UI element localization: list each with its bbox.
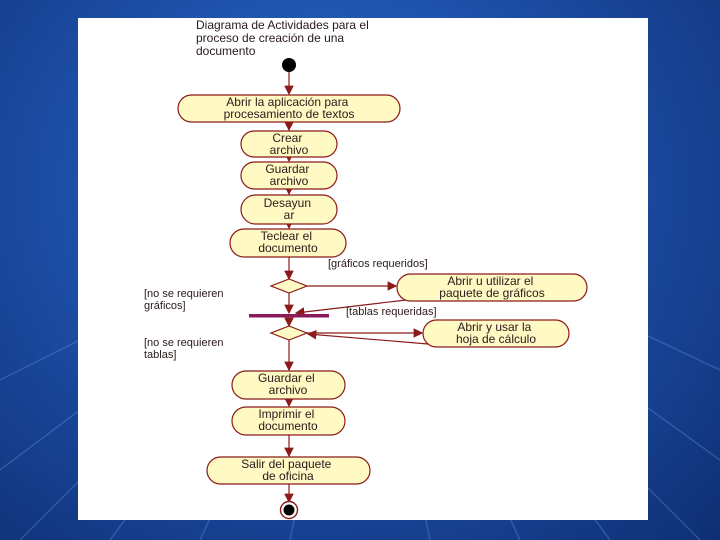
guard-graphics-required: [gráficos requeridos]: [328, 258, 428, 270]
svg-text:Crear archivo: Crear archivo: [270, 131, 309, 157]
svg-text:Imprimir el documento: Imprimir el documento: [258, 407, 318, 433]
diagram-title: Diagrama de Actividades para el proceso …: [196, 18, 372, 58]
flow-arrows: [284, 72, 429, 504]
decision-graphics: [269, 278, 309, 294]
diagram-slide: Diagrama de Actividades para el proceso …: [78, 18, 648, 520]
guard-no-tables: [no se requieren tablas]: [144, 337, 227, 361]
final-node: [279, 500, 299, 520]
svg-text:Teclear el documento: Teclear el documento: [258, 229, 318, 255]
activity-print-document: Imprimir el documento: [231, 406, 346, 436]
activity-breakfast: Desayun ar: [240, 194, 338, 225]
activity-open-app: Abrir la aplicación para procesamiento d…: [177, 94, 401, 123]
svg-text:Desayun ar: Desayun ar: [264, 196, 315, 222]
svg-text:Abrir y usar la hoja de: Abrir y usar la hoja de cálculo: [456, 320, 536, 346]
activity-graphics-package: Abrir u utilizar el paquete de gráficos: [396, 273, 588, 302]
activity-type-document: Teclear el documento: [229, 228, 347, 258]
activity-save-file: Guardar archivo: [240, 161, 338, 190]
synchronization-bar: [249, 314, 329, 318]
activity-diagram: Diagrama de Actividades para el proceso …: [144, 18, 588, 520]
svg-text:Guardar el archivo: Guardar el archivo: [258, 371, 318, 397]
initial-node: [282, 58, 296, 72]
guard-tables-required: [tablas requeridas]: [346, 306, 437, 318]
activity-exit-office: Salir del paquete de oficina: [206, 456, 371, 485]
guard-no-graphics: [no se requieren gráficos]: [144, 288, 227, 312]
activity-spreadsheet: Abrir y usar la hoja de cálculo: [422, 319, 570, 348]
svg-text:Abrir u utilizar el paqu: Abrir u utilizar el paquete de gráficos: [439, 274, 544, 300]
activity-save-file-2: Guardar el archivo: [231, 370, 346, 400]
svg-text:Salir del paquete de ofi: Salir del paquete de oficina: [241, 457, 334, 483]
svg-text:Abrir la aplicación para: Abrir la aplicación para procesamiento d…: [224, 95, 355, 121]
decision-tables: [269, 325, 309, 341]
activity-create-file: Crear archivo: [240, 130, 338, 158]
svg-text:Guardar archivo: Guardar archivo: [265, 162, 312, 188]
